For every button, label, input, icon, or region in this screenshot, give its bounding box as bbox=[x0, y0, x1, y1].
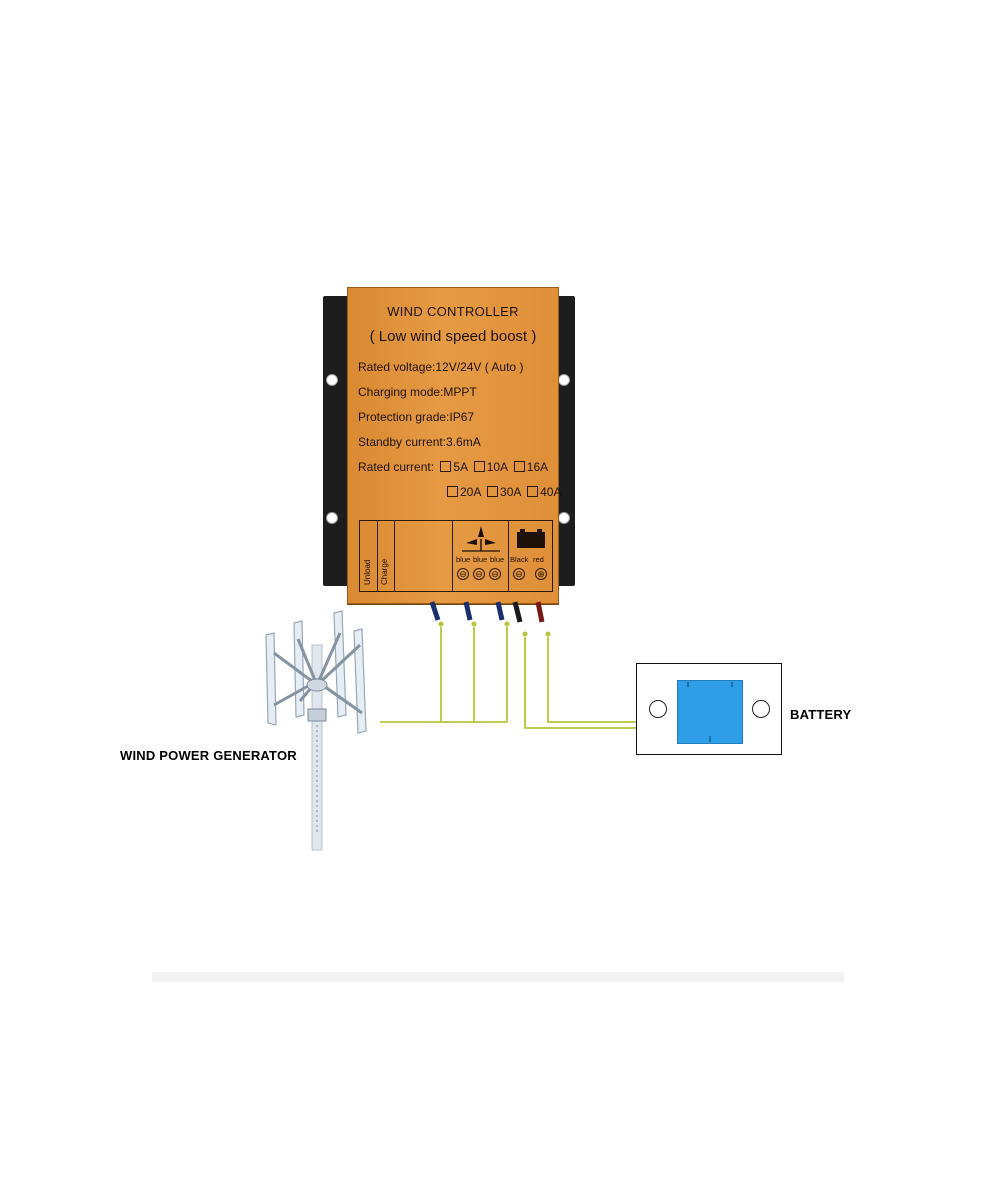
battery-terminals-icon bbox=[687, 682, 733, 742]
battery-cell bbox=[677, 680, 743, 744]
spec-rated-voltage: Rated voltage:12V/24V ( Auto ) bbox=[358, 360, 524, 374]
wind-turbine-icon bbox=[462, 526, 500, 552]
current-option: 40A bbox=[540, 485, 562, 499]
wire-label-black: Black bbox=[510, 555, 529, 564]
battery-diagram bbox=[636, 663, 782, 755]
current-option: 16A bbox=[526, 460, 549, 474]
divider bbox=[452, 521, 453, 591]
black-cable bbox=[512, 601, 523, 623]
wire-label-red: red bbox=[533, 555, 544, 564]
controller-subtitle: ( Low wind speed boost ) bbox=[369, 328, 537, 345]
mount-hole bbox=[326, 374, 338, 386]
wire-label-blue: blue bbox=[490, 555, 505, 564]
battery-mount-hole bbox=[752, 700, 770, 718]
checkbox-icon bbox=[440, 461, 452, 472]
negative-terminal-icon: ⊖ bbox=[457, 568, 469, 580]
blue-cable bbox=[463, 601, 473, 621]
wire-label-blue: blue bbox=[456, 555, 471, 564]
divider bbox=[508, 521, 509, 591]
battery-wires bbox=[524, 637, 636, 729]
current-option: 10A bbox=[486, 460, 508, 474]
wind-generator-label: WIND POWER GENERATOR bbox=[120, 748, 297, 763]
divider bbox=[377, 521, 378, 591]
divider bbox=[394, 521, 395, 591]
mount-hole bbox=[326, 512, 338, 524]
terminal-panel: Unload Charge blue blue blue Black red ⊖… bbox=[359, 520, 553, 592]
negative-terminal-icon: ⊖ bbox=[489, 568, 501, 580]
negative-terminal-icon: ⊖ bbox=[513, 568, 525, 580]
spec-charging-mode: Charging mode:MPPT bbox=[358, 385, 477, 399]
generator-wires bbox=[380, 627, 508, 723]
blue-cable bbox=[429, 601, 441, 621]
battery-icon bbox=[517, 529, 545, 548]
checkbox-icon bbox=[473, 461, 485, 472]
blue-cable bbox=[495, 601, 505, 621]
wind-turbine-illustration bbox=[265, 610, 367, 851]
rated-current-row-2: 20A 30A 40A bbox=[444, 485, 561, 499]
negative-terminal-icon: ⊖ bbox=[473, 568, 485, 580]
checkbox-icon bbox=[487, 486, 499, 497]
red-cable bbox=[535, 601, 545, 623]
divider-strip bbox=[152, 972, 844, 982]
current-option: 30A bbox=[500, 485, 521, 499]
checkbox-icon bbox=[527, 486, 539, 497]
rated-current-label: Rated current: bbox=[358, 460, 435, 474]
current-option: 20A bbox=[460, 485, 481, 499]
controller-title: WIND CONTROLLER bbox=[387, 304, 519, 319]
checkbox-icon bbox=[447, 486, 458, 497]
battery-mount-hole bbox=[649, 700, 667, 718]
current-option: 5A bbox=[453, 460, 468, 474]
wire-label-blue: blue bbox=[473, 555, 488, 564]
positive-terminal-icon: ⊕ bbox=[535, 568, 547, 580]
battery-label: BATTERY bbox=[790, 707, 852, 722]
spec-protection-grade: Protection grade:IP67 bbox=[358, 410, 475, 424]
rated-current-row: Rated current: 5A 10A 16A bbox=[358, 460, 548, 474]
wind-controller: WIND CONTROLLER ( Low wind speed boost )… bbox=[347, 287, 561, 604]
checkbox-icon bbox=[513, 461, 525, 472]
spec-standby-current: Standby current:3.6mA bbox=[358, 435, 481, 449]
